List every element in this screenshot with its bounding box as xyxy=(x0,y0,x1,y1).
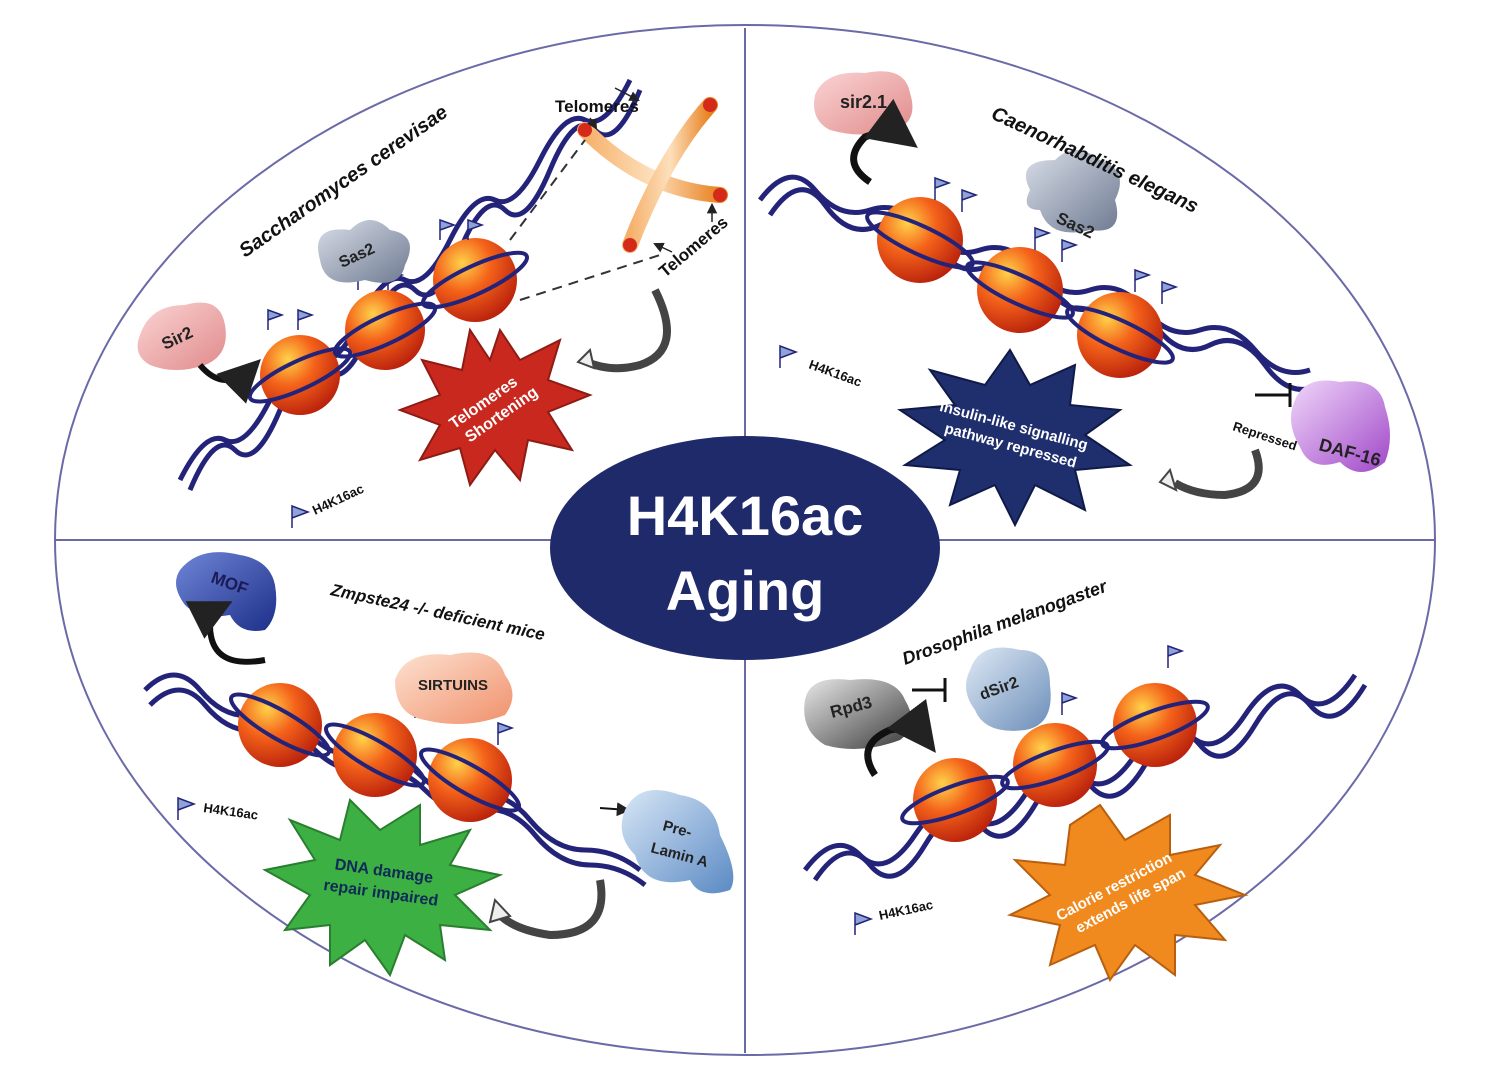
arrow xyxy=(599,802,631,817)
dna-damage-burst xyxy=(262,798,504,978)
quadrant-bottom-right: Rpd3 dSir2 Drosophila melanogaster Calor… xyxy=(803,576,1368,983)
arrow xyxy=(614,87,640,101)
dashed-line xyxy=(519,254,661,301)
calorie-restriction-burst xyxy=(1006,803,1249,983)
h4k16ac-flag-icon xyxy=(177,796,197,820)
curved-arrow-icon xyxy=(1172,448,1263,500)
sas2-protein xyxy=(1025,150,1120,233)
h4k16ac-flag-icon xyxy=(291,504,311,528)
quadrant-bottom-left: MOF SIRTUINS Zmpste24 -/- deficient mice… xyxy=(143,552,734,978)
dna-wrap xyxy=(900,699,1210,826)
pre-lamin-a-protein xyxy=(621,790,734,894)
sirtuins-protein xyxy=(395,652,513,724)
arrow xyxy=(587,117,598,130)
nucleosome xyxy=(333,713,417,797)
chromosome xyxy=(577,97,728,253)
pre-lamin-label: Pre- xyxy=(661,817,694,841)
nucleosome xyxy=(238,683,322,767)
curved-arrow-icon xyxy=(197,359,261,404)
nucleosome xyxy=(1013,723,1097,807)
h4k16ac-flag-icon xyxy=(779,344,799,368)
h4k16ac-flag-icon xyxy=(934,176,1179,304)
curved-arrow-icon xyxy=(497,879,606,940)
h4k16ac-flag-icon xyxy=(1061,644,1185,715)
dna-wrap xyxy=(865,210,1175,365)
arrowhead-icon xyxy=(576,348,596,370)
h4k16ac-flag-icon xyxy=(854,911,874,935)
arrow xyxy=(653,242,673,253)
nucleosome xyxy=(1113,683,1197,767)
curved-arrow-icon xyxy=(850,98,918,185)
telomere-shortening-burst xyxy=(397,327,593,488)
sir2-protein xyxy=(137,302,226,370)
curved-arrow-icon xyxy=(185,601,266,665)
sirtuins-label: SIRTUINS xyxy=(418,677,488,694)
nucleosome xyxy=(428,738,512,822)
dashed-line xyxy=(509,139,586,241)
center-title: H4K16ac xyxy=(627,484,864,547)
sir2-1-label: sir2.1 xyxy=(840,92,887,112)
nucleosome xyxy=(913,758,997,842)
dna-helix xyxy=(177,78,643,491)
curved-arrow-icon xyxy=(583,288,671,373)
daf16-protein xyxy=(1291,380,1390,472)
dsir2-protein xyxy=(966,647,1051,731)
center-badge xyxy=(550,436,940,660)
curved-arrow-icon xyxy=(864,698,936,777)
sas2-protein xyxy=(318,220,410,283)
nucleosome xyxy=(260,335,340,415)
nucleosome xyxy=(345,290,425,370)
insulin-pathway-burst xyxy=(897,348,1133,528)
nucleosome xyxy=(433,238,517,322)
arrowhead-icon xyxy=(1158,467,1178,492)
dna-wrap xyxy=(229,692,521,813)
arrowhead-icon xyxy=(488,897,512,924)
center-subtitle: Aging xyxy=(666,559,825,622)
telomeres-label: Telomeres xyxy=(555,97,639,116)
quadrant-top-right: sir2.1 Sas2 Caenorhabditis elegans DAF-1… xyxy=(758,71,1390,528)
